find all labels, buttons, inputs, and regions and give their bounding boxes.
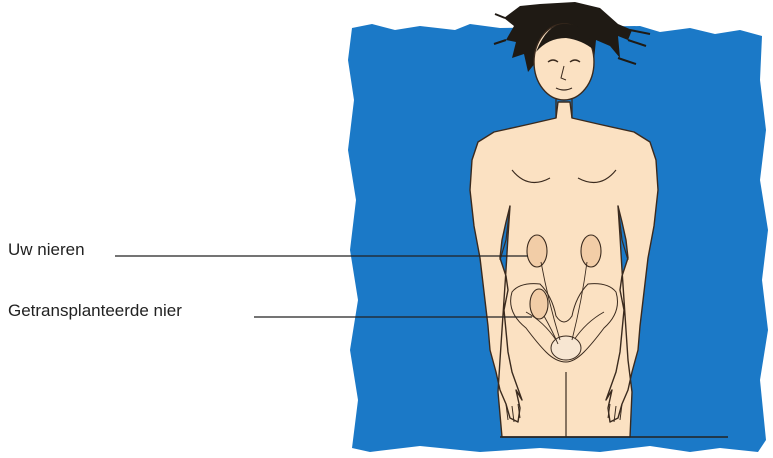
bladder	[551, 336, 581, 360]
label-transplanted-kidney: Getransplanteerde nier	[8, 302, 182, 319]
left-kidney	[527, 235, 547, 267]
label-own-kidneys: Uw nieren	[8, 241, 85, 258]
right-kidney	[581, 235, 601, 267]
transplanted-kidney	[530, 289, 548, 319]
body	[470, 102, 658, 437]
